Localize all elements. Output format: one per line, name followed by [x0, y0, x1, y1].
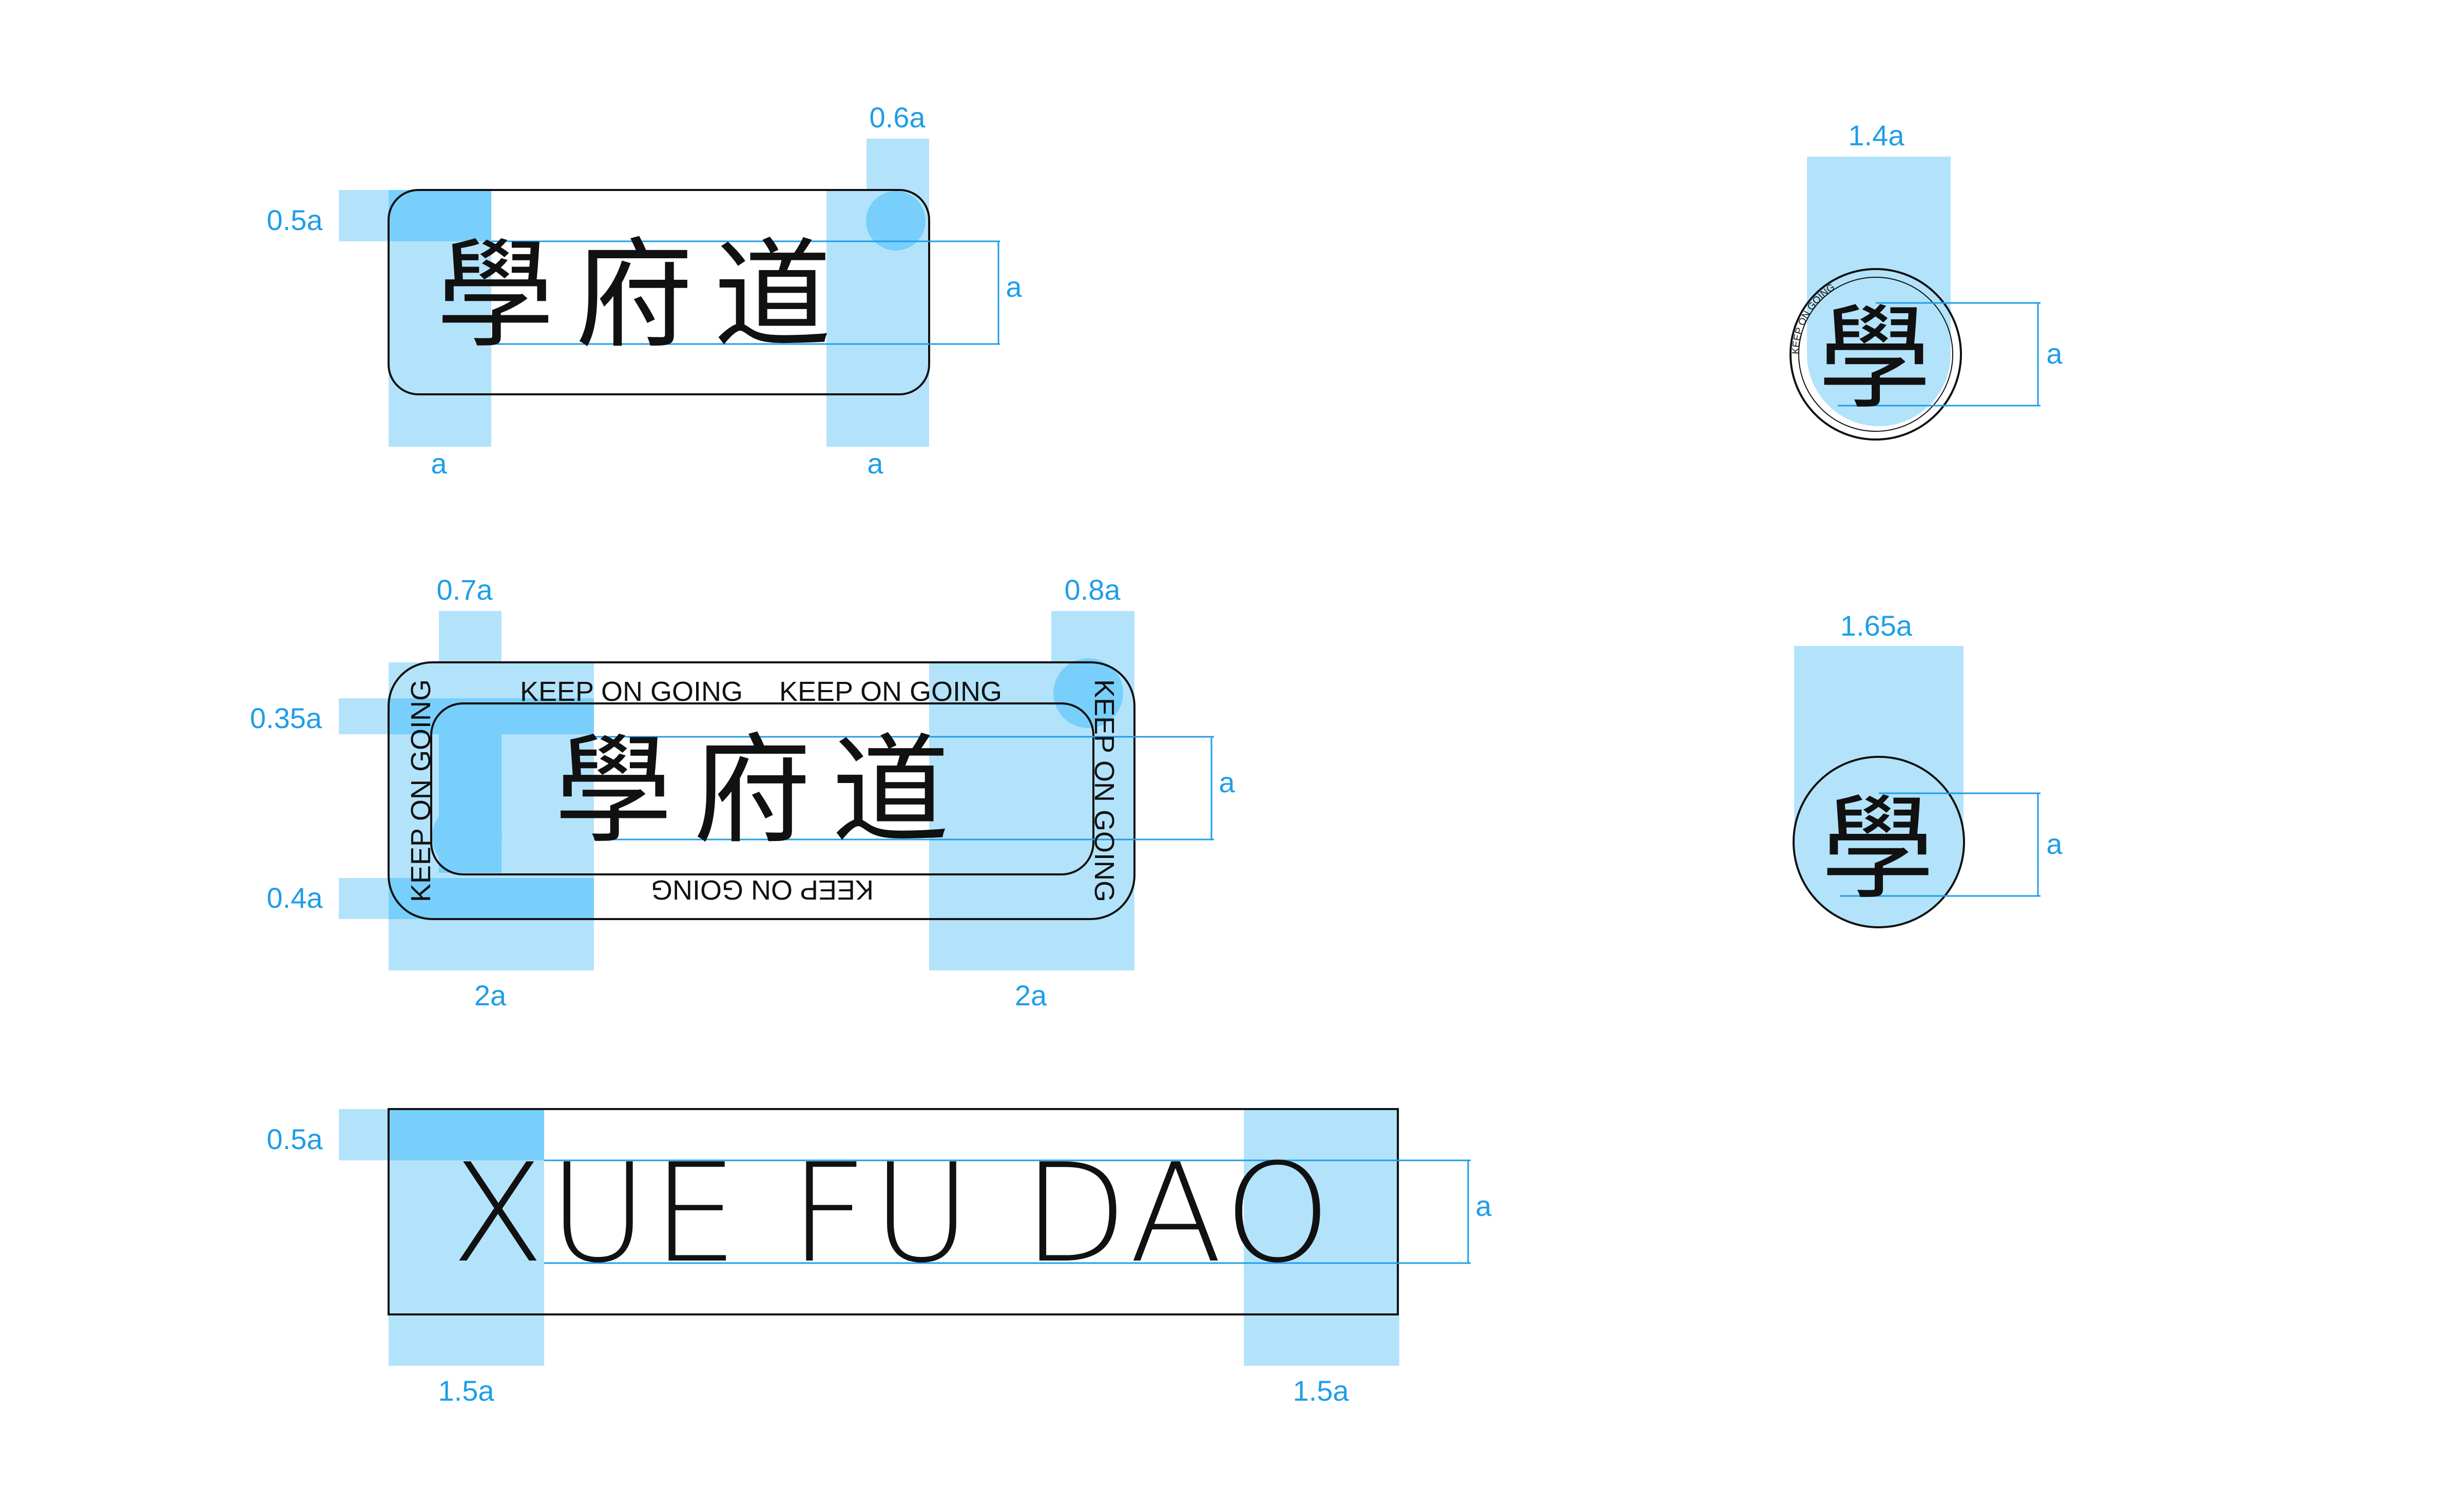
clear-zone-top-left-overlap — [389, 190, 491, 241]
dim-label-left: 0.5a — [267, 1123, 323, 1155]
dim-label-left-top: 0.35a — [250, 702, 322, 734]
logo-chinese: 學府道 — [554, 723, 970, 860]
logo-single-char: 學 — [1818, 293, 1931, 425]
dim-label-height: a — [2046, 828, 2063, 860]
seal-circle — [1789, 268, 1962, 441]
ring-text-left: KEEP ON GOING — [406, 679, 436, 902]
dim-label-bottom-left: 1.5a — [438, 1375, 495, 1407]
seal-inner-circle — [1798, 277, 1953, 432]
ring-text-bottom: KEEP ON GOING — [651, 874, 874, 905]
diagram-round-seal: 學 1.65a a — [1793, 609, 2063, 928]
clear-zone-corner-circle — [866, 191, 926, 251]
logo-frame — [388, 1108, 1399, 1315]
clear-zone-band-lower-overlap — [389, 878, 594, 919]
dim-label-top: 0.6a — [870, 101, 926, 133]
seal-circle — [1793, 756, 1965, 928]
diagram-chinese-logo: 學府道 0.6a 0.5a a a a — [267, 101, 1023, 480]
dim-label-bottom-left: a — [431, 447, 447, 480]
dim-label-bottom-left: 2a — [474, 979, 507, 1011]
clear-zone-corner-circle-right — [1053, 658, 1123, 728]
clear-zone-top-left-overlap — [389, 1109, 544, 1160]
logo-single-char: 學 — [1821, 784, 1934, 915]
dim-label-bottom-right: a — [867, 447, 883, 480]
dim-label-top: 1.65a — [1840, 609, 1913, 642]
dim-label-bottom-right: 1.5a — [1293, 1375, 1350, 1407]
dim-label-height: a — [1219, 766, 1235, 798]
outer-frame — [388, 661, 1135, 920]
dim-label-height: a — [1006, 271, 1022, 303]
clear-zone-top — [1807, 157, 1951, 426]
dim-label-top: 1.4a — [1849, 119, 1905, 151]
clear-zone-corner-circle-left — [432, 802, 502, 872]
diagram-chinese-logo-ring: 學府道 KEEP ON GOING KEEP ON GOING KEEP ON … — [250, 574, 1235, 1011]
inner-frame — [430, 702, 1094, 875]
logo-chinese: 學府道 — [436, 227, 852, 365]
logo-english: XUE FU DAO — [451, 1135, 1335, 1293]
diagram-round-seal-ring: KEEP ON GOING 學 1.4a a — [1789, 119, 2063, 441]
dim-label-top-left: 0.7a — [437, 574, 493, 606]
clear-zone-right — [1244, 1109, 1399, 1366]
clear-zone-top — [1794, 646, 1964, 927]
dim-label-left-bottom: 0.4a — [267, 882, 323, 914]
dim-label-top-right: 0.8a — [1065, 574, 1121, 606]
diagram-english-logo: XUE FU DAO 0.5a a 1.5a 1.5a — [267, 1108, 1492, 1407]
ring-text-right: KEEP ON GOING — [1089, 679, 1120, 902]
ring-text-top-2: KEEP ON GOING — [779, 676, 1002, 707]
dim-label-left: 0.5a — [267, 204, 323, 236]
ring-text-top-1: KEEP ON GOING — [520, 676, 743, 707]
dim-label-bottom-right: 2a — [1015, 979, 1047, 1011]
logo-frame — [388, 189, 930, 395]
dim-label-height: a — [1475, 1190, 1492, 1222]
dim-label-height: a — [2046, 337, 2063, 370]
